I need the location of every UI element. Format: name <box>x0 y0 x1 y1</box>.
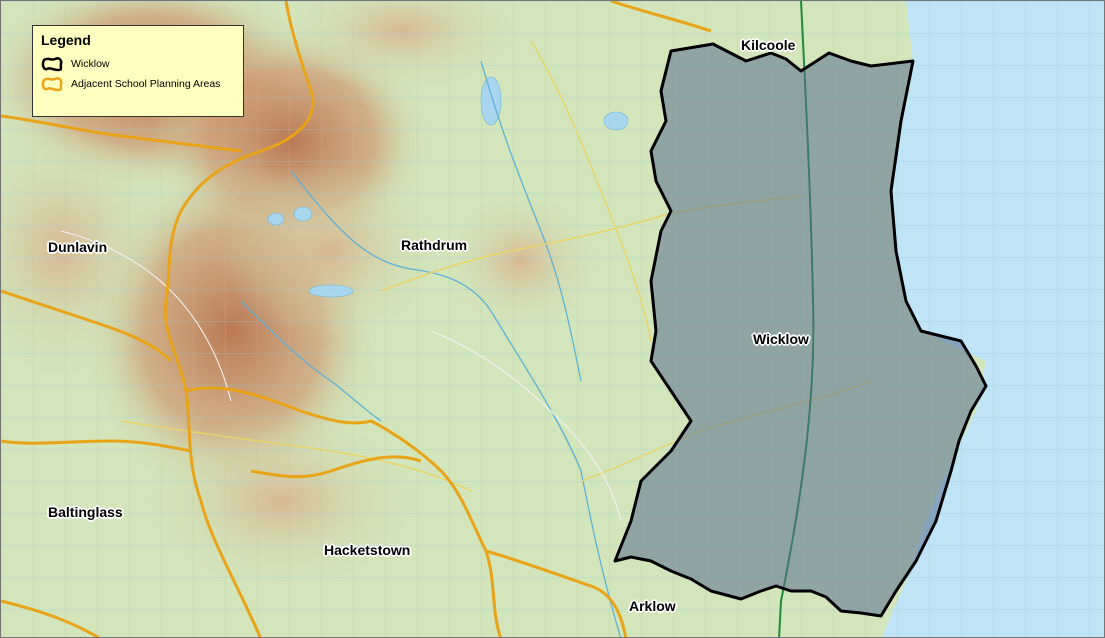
place-label-wicklow: Wicklow <box>753 331 809 347</box>
place-label-hacketstown: Hacketstown <box>324 542 411 558</box>
map-legend: Legend Wicklow Adjacent School Planning … <box>32 25 244 117</box>
place-label-arklow: Arklow <box>629 598 676 614</box>
legend-item-wicklow: Wicklow <box>41 54 235 74</box>
place-label-kilcoole: Kilcoole <box>741 37 796 53</box>
place-label-rathdrum: Rathdrum <box>401 237 468 253</box>
adjacent-planning-area-boundaries <box>1 1 712 637</box>
black-outline-shape-icon <box>41 57 63 72</box>
orange-outline-shape-icon <box>41 77 63 92</box>
legend-label-wicklow: Wicklow <box>71 58 110 70</box>
legend-label-adjacent: Adjacent School Planning Areas <box>71 78 221 90</box>
rivers <box>240 60 622 637</box>
place-label-dunlavin: Dunlavin <box>48 239 108 255</box>
place-label-baltinglass: Baltinglass <box>48 504 123 520</box>
wicklow-planning-area[interactable] <box>613 42 988 618</box>
legend-item-adjacent: Adjacent School Planning Areas <box>41 74 235 94</box>
legend-title: Legend <box>41 32 91 48</box>
